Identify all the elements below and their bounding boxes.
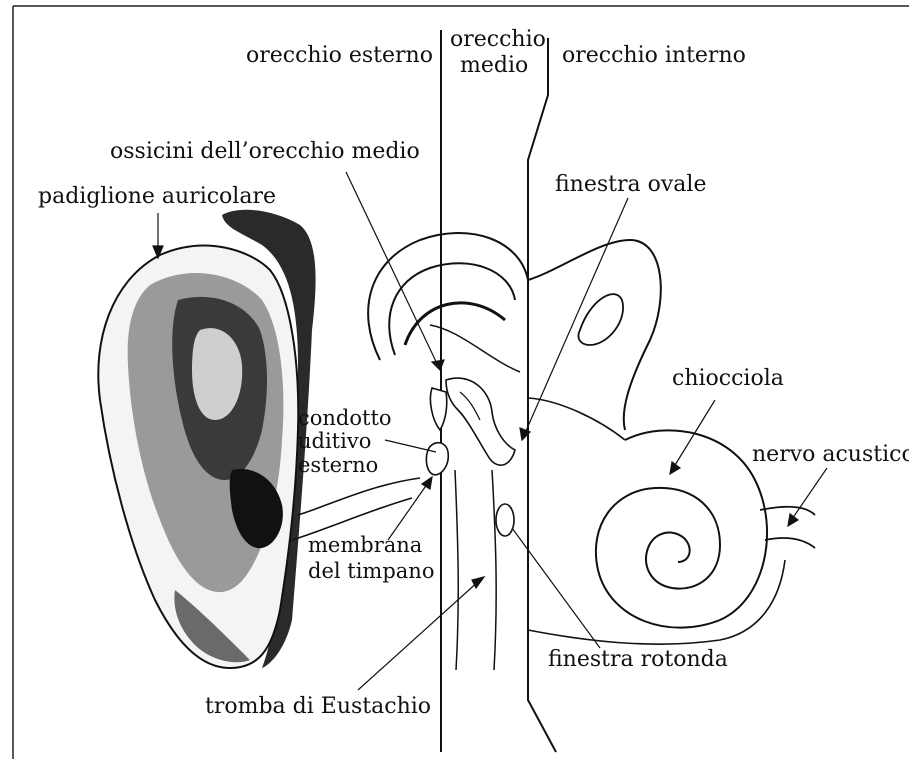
label-tympanic-membrane-line1: membrana <box>308 533 422 557</box>
leader-ossicles <box>346 172 440 370</box>
leader-eustachian-tube <box>358 580 480 690</box>
leader-acoustic-nerve <box>790 468 827 522</box>
eustachian-wall-right <box>492 470 496 670</box>
middle-ear-structures <box>368 233 528 670</box>
acoustic-nerve-upper <box>760 507 815 515</box>
label-oval-window: finestra ovale <box>555 172 706 197</box>
tympanic-membrane-knob <box>426 443 448 475</box>
leader-auditory-canal <box>385 440 436 452</box>
semicircular-canal-outer <box>368 233 528 360</box>
label-ossicles: ossicini dell’orecchio medio <box>110 139 420 164</box>
acoustic-nerve-lower <box>765 538 815 548</box>
label-tympanic-membrane-line2: del timpano <box>308 559 434 583</box>
label-auditory-canal-line1: condotto <box>298 406 392 430</box>
pinna-illustration <box>98 210 315 668</box>
label-round-window: finestra rotonda <box>548 647 728 672</box>
arrowhead-tympanic-membrane <box>422 477 432 489</box>
label-eustachian-tube: tromba di Eustachio <box>205 694 431 719</box>
leader-cochlea <box>672 400 715 470</box>
label-middle-ear-line1: orecchio <box>450 27 546 52</box>
label-pinna: padiglione auricolare <box>38 184 276 209</box>
vestibule-opening <box>578 294 623 345</box>
semicircular-canal-inner <box>389 263 515 355</box>
cochlea-spiral <box>596 430 767 627</box>
label-auditory-canal-line2: uditivo <box>298 429 371 453</box>
leader-round-window <box>512 528 600 648</box>
canal-upper-wall <box>298 478 420 515</box>
arrowhead-cochlea <box>670 462 680 474</box>
label-inner-ear: orecchio interno <box>562 43 746 68</box>
vestibule-outline-lower <box>528 398 625 440</box>
eustachian-wall-left <box>455 470 458 670</box>
label-middle-ear-line2: medio <box>460 53 528 78</box>
leader-tympanic-membrane <box>388 480 430 540</box>
label-acoustic-nerve: nervo acustico <box>752 442 909 467</box>
label-auditory-canal-line3: esterno <box>298 453 378 477</box>
round-window-shape <box>496 504 514 536</box>
semicircular-canal-bold <box>405 303 505 345</box>
malleus <box>430 388 446 430</box>
vestibule-line <box>430 325 520 372</box>
arrowhead-acoustic-nerve <box>788 514 798 526</box>
arrowhead-ossicles <box>432 360 444 370</box>
label-cochlea: chiocciola <box>672 366 784 391</box>
label-outer-ear: orecchio esterno <box>246 43 433 68</box>
incus-stapes <box>446 378 515 465</box>
